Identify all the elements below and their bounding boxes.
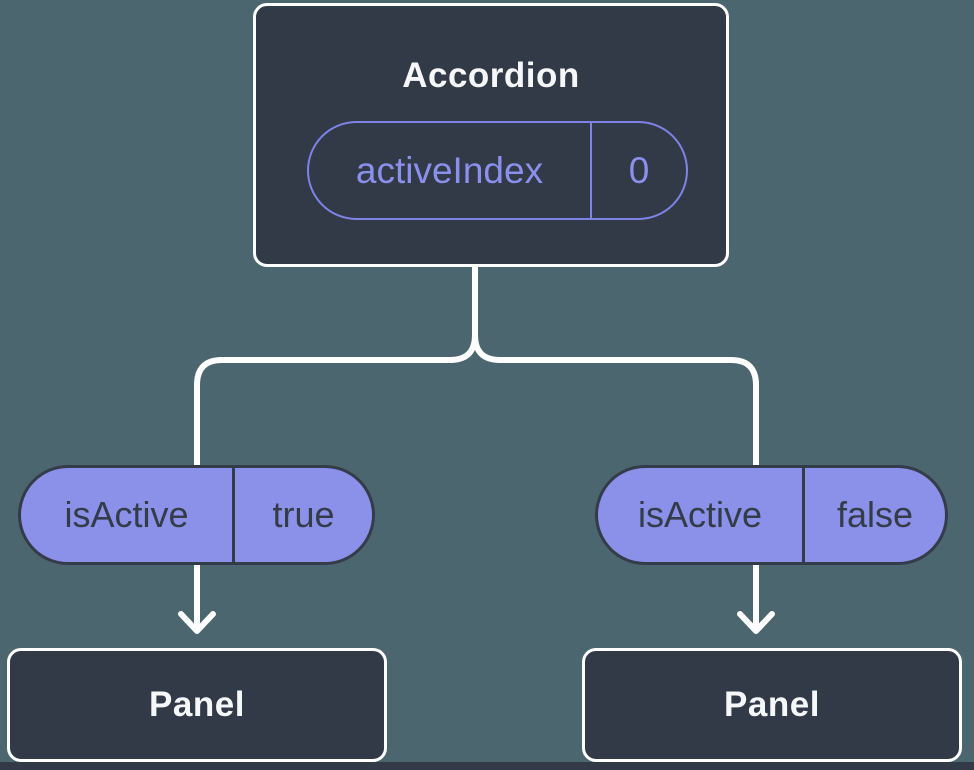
panel-node-title: Panel (724, 685, 820, 724)
accordion-node-title: Accordion (402, 56, 580, 95)
state-pill-label: activeIndex (355, 149, 544, 191)
panel-node-left: Panel (7, 648, 387, 762)
state-pill-activeindex: activeIndex 0 (307, 121, 688, 220)
prop-pill-isactive-false: isActive false (595, 465, 948, 565)
accordion-node: Accordion activeIndex 0 (253, 3, 729, 267)
prop-pill-value: true (232, 468, 372, 562)
arrow-down-icon (737, 611, 775, 634)
state-pill-value: 0 (590, 123, 686, 218)
bottom-edge-strip (0, 762, 974, 770)
prop-pill-value: false (802, 468, 945, 562)
arrow-down-icon (178, 611, 216, 634)
connector-right-branch (472, 332, 759, 632)
prop-pill-label: isActive (64, 494, 189, 535)
prop-pill-label: isActive (637, 494, 763, 535)
prop-pill-isactive-true: isActive true (18, 465, 375, 565)
panel-node-title: Panel (149, 685, 245, 724)
panel-node-right: Panel (582, 648, 962, 762)
connector-left-branch (194, 261, 478, 632)
